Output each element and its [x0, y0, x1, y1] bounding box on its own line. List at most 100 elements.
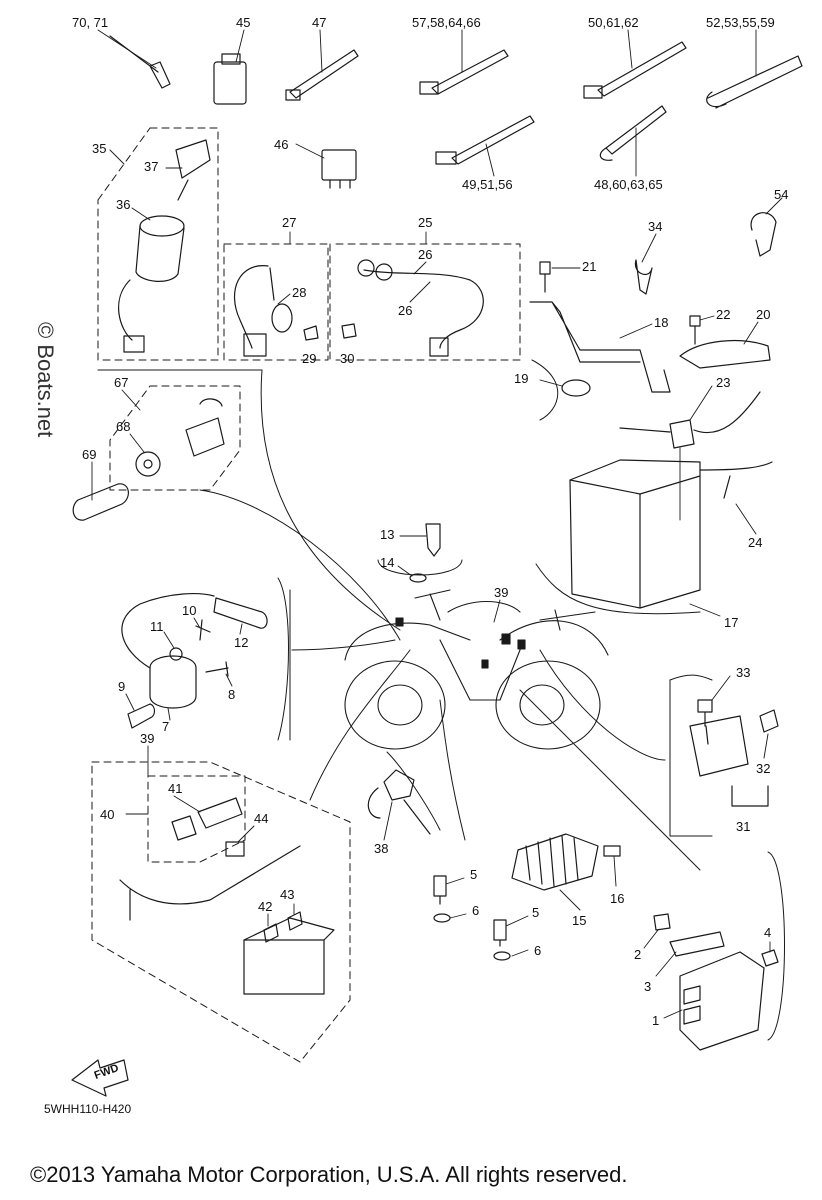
watermark-vertical: © Boats.net [33, 322, 58, 438]
sub-harness-25-plug-1 [357, 259, 375, 277]
callout-19: 19 [514, 371, 529, 386]
leader-6b [511, 949, 529, 957]
washer-14-icon [409, 573, 427, 583]
main-switch-36-body [135, 225, 185, 282]
leader-2 [643, 929, 659, 949]
cable-tie-50-icon [597, 41, 687, 97]
frame-dc-jack [109, 385, 241, 491]
callout-4: 4 [764, 925, 772, 940]
leader-9 [125, 693, 135, 711]
leader-15 [559, 889, 581, 911]
leader-50 [627, 29, 633, 69]
battery-17-icon [569, 459, 701, 609]
washer-6a-icon [433, 913, 451, 923]
leader-3 [655, 951, 677, 977]
spark-plug-cap-12-icon [213, 597, 268, 629]
cover-20-icon [679, 339, 771, 369]
atv-connector-mark-2 [517, 639, 526, 650]
curve-sensor-bracket [377, 559, 463, 576]
callout-45: 45 [236, 15, 251, 30]
callout-26-lower: 26 [398, 303, 413, 318]
rectifier-15-icon [511, 833, 599, 891]
switch-38-spring [367, 787, 431, 835]
curve-ignition-to-atv [291, 639, 396, 651]
cable-tie-48-hook [599, 147, 613, 161]
relay-46-pins [329, 179, 351, 189]
frame-wireharness [91, 761, 351, 1063]
callout-23: 23 [716, 375, 731, 390]
atv-connector-mark-3 [395, 617, 404, 627]
callout-29: 29 [302, 351, 317, 366]
callout-48-60-63-65: 48,60,63,65 [594, 177, 663, 192]
callout-20: 20 [756, 307, 771, 322]
callout-43: 43 [280, 887, 295, 902]
dc-jack-67-icon [185, 398, 225, 457]
connector-44-icon [225, 841, 245, 857]
washer-11-icon [169, 647, 183, 661]
callout-13: 13 [380, 527, 395, 542]
rectifier-15-fins [525, 835, 579, 887]
callout-3: 3 [644, 979, 652, 994]
callout-38: 38 [374, 841, 389, 856]
screw-10-icon [195, 619, 211, 641]
callout-17: 17 [724, 615, 739, 630]
main-switch-36-top [139, 215, 185, 237]
leader-32 [763, 733, 769, 759]
callout-8: 8 [228, 687, 236, 702]
callout-22: 22 [716, 307, 731, 322]
atv-connector-mark-4 [481, 659, 489, 669]
cable-tie-48-icon [605, 105, 667, 155]
atv-rear-fender [499, 620, 609, 656]
callout-bracket-31 [731, 785, 769, 807]
clamp-54-icon [750, 212, 777, 257]
leader-23 [689, 385, 713, 421]
parts [71, 35, 803, 1097]
callout-67: 67 [114, 375, 129, 390]
leader-44 [237, 825, 255, 843]
starter-relay-31-icon [689, 715, 749, 777]
main-switch-36-wire [118, 279, 133, 341]
leader-38 [383, 801, 393, 841]
key-37-icon [175, 139, 211, 201]
curve-relay-frame [669, 679, 713, 837]
callout-10: 10 [182, 603, 197, 618]
callout-28: 28 [292, 285, 307, 300]
callout-70-71: 70, 71 [72, 15, 109, 30]
band-clamp-52-icon [706, 55, 803, 109]
main-switch-36-plug [123, 335, 145, 353]
bolt-22-icon [689, 315, 701, 345]
callout-39-center: 39 [494, 585, 509, 600]
leader-41 [173, 795, 201, 813]
leader-10 [193, 617, 201, 629]
connector-45-top [221, 53, 241, 65]
atv-front-wheel [344, 660, 446, 750]
curve-regulator-to-atv [439, 699, 466, 841]
curve-to-left-frame [97, 369, 401, 631]
callout-36: 36 [116, 197, 131, 212]
screw-8-icon [205, 661, 229, 677]
callout-18: 18 [654, 315, 669, 330]
callout-44: 44 [254, 811, 269, 826]
callout-7: 7 [162, 719, 170, 734]
bolt-33-icon [697, 699, 713, 727]
screw-2-icon [653, 913, 671, 931]
leader-36 [131, 207, 151, 221]
callout-37: 37 [144, 159, 159, 174]
leader-11 [163, 631, 175, 649]
atv-rear-wheel-hub [519, 684, 565, 726]
curve-ecu-frame [767, 851, 785, 1041]
bolt-16-icon [603, 845, 621, 857]
leader-18 [619, 323, 653, 339]
callout-11: 11 [150, 619, 164, 634]
callout-50-61-62: 50,61,62 [588, 15, 639, 30]
fuse-box-icon [243, 939, 325, 995]
leader-68 [129, 433, 145, 453]
callout-24: 24 [748, 535, 763, 550]
relay-27-plug [243, 333, 267, 357]
harness-40-connector [171, 815, 197, 841]
sub-harness-25-connector [429, 337, 449, 357]
callout-42: 42 [258, 899, 273, 914]
atv-seat [447, 600, 521, 613]
callout-69: 69 [82, 447, 97, 462]
screw-5a-icon [433, 875, 447, 905]
